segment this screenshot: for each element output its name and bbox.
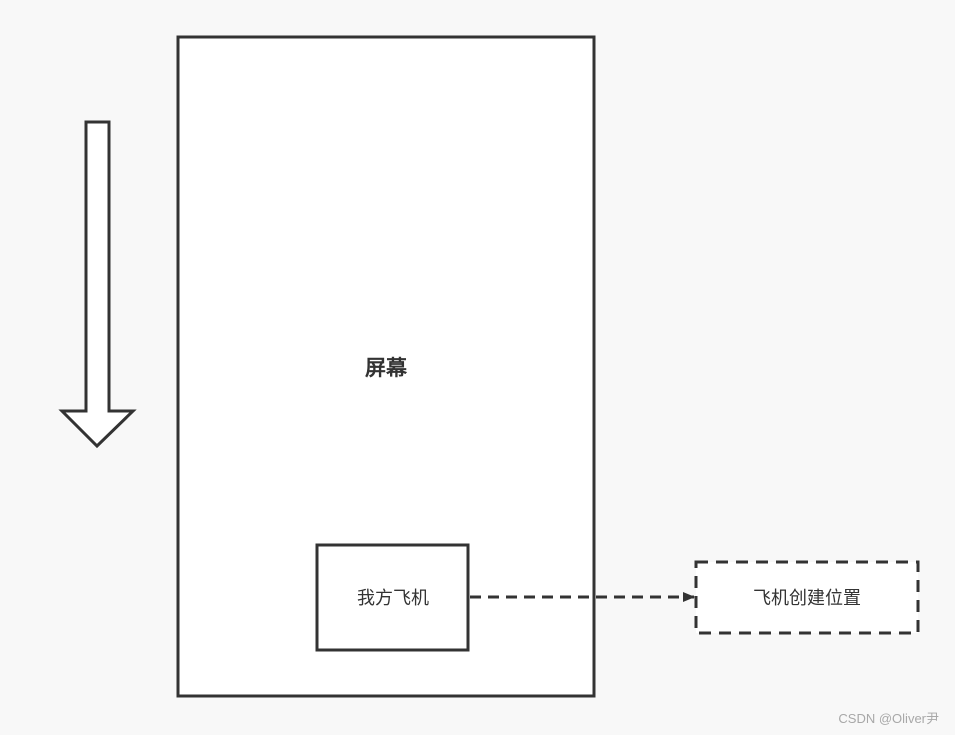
down-arrow-icon	[58, 120, 137, 449]
screen-label: 屏幕	[365, 356, 408, 380]
player-plane-box	[315, 543, 470, 652]
spawn-position-box	[694, 560, 920, 635]
spawn-position-label: 飞机创建位置	[753, 588, 861, 609]
watermark-text: CSDN @Oliver尹	[838, 711, 939, 726]
player-plane-label: 我方飞机	[357, 588, 429, 609]
